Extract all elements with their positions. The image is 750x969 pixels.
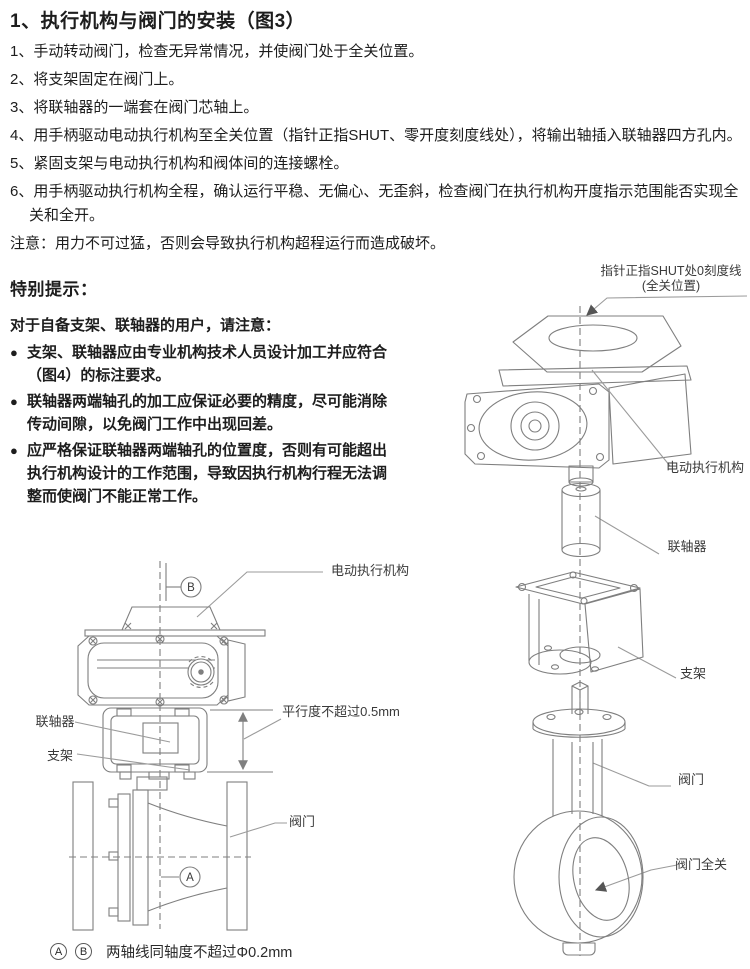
body-screws [88,634,229,707]
step-4: 4、用手柄驱动电动执行机构至全关位置（指针正指SHUT、零开度刻度线处），将输出… [10,127,742,144]
step-6: 6、用手柄驱动执行机构全程，确认运行平稳、无偏心、无歪斜，检查阀门在执行机构开度… [10,183,739,224]
notice-bullet-1-text: 支架、联轴器应由专业机构技术人员设计加工并应符合（图4）的标注要求。 [27,344,388,384]
pointer-label-line1: 指针正指SHUT处0刻度线 [601,263,742,278]
valve-closed-leader-line [594,864,678,892]
coaxiality-note-text: 两轴线同轴度不超过Φ0.2mm [106,945,293,961]
parallelism-label: 平行度不超过0.5mm [282,704,400,719]
installation-steps: 1、手动转动阀门，检查无异常情况，并使阀门处于全关位置。 2、将支架固定在阀门上… [10,40,746,256]
notice-bullet-2: ● 联轴器两端轴孔的加工应保证必要的精度，尽可能消除传动间隙，以免阀门工作中出现… [10,390,416,436]
assembled-drawing [69,561,323,931]
bullet-icon: ● [10,345,18,360]
step-2: 2、将支架固定在阀门上。 [10,71,184,88]
step-5: 5、紧固支架与电动执行机构和阀体间的连接螺栓。 [10,155,349,172]
notice-bullet-1: ● 支架、联轴器应由专业机构技术人员设计加工并应符合（图4）的标注要求。 [10,341,416,387]
valve-full-closed-label: 阀门全关 [675,857,727,872]
bullet-icon: ● [10,443,18,458]
datum-b-label: B [187,582,195,594]
bracket-label: 支架 [680,666,706,681]
page-title: 1、执行机构与阀门的安装（图3） [10,11,306,32]
actuator-cap [121,606,221,631]
pointer-label-line2: (全关位置) [642,278,700,293]
caution-note: 注意：用力不可过猛，否则会导致执行机构超程运行而造成破坏。 [10,235,446,252]
step-1: 1、手动转动阀门，检查无异常情况，并使阀门处于全关位置。 [10,43,424,60]
special-notice: 特别提示： 对于自备支架、联轴器的用户，请注意： ● 支架、联轴器应由专业机构技… [10,278,416,511]
valve-front-view [69,776,251,931]
parallelism-dimension [207,709,282,773]
valve-stem-isometric [532,681,626,816]
pointer-leader-line [586,295,748,316]
figure-assembled-view: 电动执行机构 B 联轴器 支架 平行度不超过0.5mm 阀门 A [35,561,409,931]
bracket-leader-line [617,646,677,679]
coupling-leader-line [74,721,171,743]
valve-body-isometric [513,810,644,956]
datum-a-balloon [179,866,201,888]
valve-label: 阀门 [289,814,315,829]
bullet-icon: ● [10,394,18,409]
coupling-leader-line [594,515,660,555]
datum-b-balloon [180,576,202,598]
coupling-front-view [142,722,179,754]
bracket-isometric [515,571,644,675]
special-notice-intro: 对于自备支架、联轴器的用户，请注意： [10,317,281,334]
notice-bullet-3-text: 应严格保证联轴器两端轴孔的位置度，否则有可能超出执行机构设计的工作范围，导致因执… [27,442,388,505]
actuator-leader-line [196,571,323,618]
coupling-label: 联轴器 [667,539,706,554]
exploded-drawing [464,295,748,956]
position-indicator-dial [187,656,215,688]
bracket-label: 支架 [47,748,73,763]
step-3: 3、将联轴器的一端套在阀门芯轴上。 [10,99,259,116]
special-notice-heading: 特别提示： [10,280,98,299]
actuator-isometric [464,315,692,487]
valve-label: 阀门 [678,772,704,787]
actuator-label: 电动执行机构 [331,563,409,578]
bracket-leader-line [76,753,191,771]
figure-exploded-view: 指针正指SHUT处0刻度线 (全关位置) 电动执行机构 联轴器 支架 阀门 阀门… [464,263,748,956]
valve-leader-line [229,822,287,838]
datum-a-label: A [186,872,194,884]
actuator-leader-line [591,369,671,467]
bracket-front-view [102,707,208,780]
notice-bullet-3: ● 应严格保证联轴器两端轴孔的位置度，否则有可能超出执行机构设计的工作范围，导致… [10,439,416,508]
datum-a-badge: A [50,943,67,960]
actuator-label: 电动执行机构 [666,460,744,475]
coupling-isometric [561,482,601,558]
notice-bullet-2-text: 联轴器两端轴孔的加工应保证必要的精度，尽可能消除传动间隙，以免阀门工作中出现回差… [27,393,388,433]
coupling-label: 联轴器 [35,714,74,729]
coaxiality-note: A B 两轴线同轴度不超过Φ0.2mm [50,941,292,962]
datum-b-badge: B [75,943,92,960]
valve-leader-line [592,762,671,787]
